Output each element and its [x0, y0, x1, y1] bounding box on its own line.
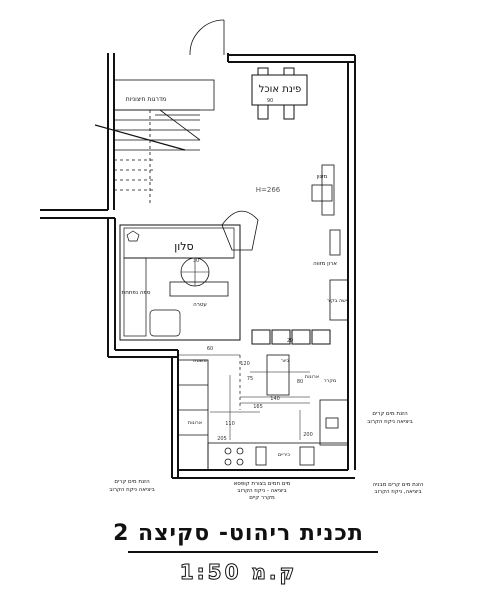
- dim-120: 120: [240, 361, 250, 367]
- right-bottom-unit: [319, 399, 349, 446]
- stairs-label: מדרגות חיצוניות: [126, 96, 166, 103]
- outer-walls: [40, 53, 356, 479]
- note-mid-1: הזנת מים קרים מבניה: [372, 482, 423, 488]
- note-mid-2: ביציאה, ניקוז הקרוב: [374, 489, 421, 495]
- stairs: [94, 79, 215, 205]
- height-mark: H=266: [256, 186, 281, 194]
- floor-plan: פינת אוכל H=266 מדרגות חיצוניות סלון ספה…: [40, 19, 424, 501]
- dim-60: 60: [207, 346, 213, 352]
- ottoman-label: עטרה: [193, 302, 207, 308]
- sink-label: כיור: [281, 358, 289, 364]
- dim-165: 165: [253, 404, 263, 410]
- cabinet-a-label: ארונות: [188, 420, 202, 426]
- plan-scale: 1:50 ק.מ: [179, 560, 298, 585]
- dim-30: 30: [193, 258, 199, 264]
- dim-90: 90: [267, 98, 273, 104]
- dim-110: 110: [225, 421, 235, 427]
- cabinet-b-label: ארונות: [305, 374, 319, 380]
- tv-unit-label: מזנון: [317, 174, 328, 180]
- salon-room: [119, 210, 259, 341]
- note-bottom-1: מים חמים בצורת קופסא: [234, 481, 291, 487]
- note-right-2: ביציאה ניקוז הקרוב: [367, 419, 413, 425]
- note-left-1: הזנת מים קרים: [114, 479, 150, 485]
- dimension-lines: [178, 354, 310, 440]
- note-right-1: הזנת מים קרים: [372, 411, 408, 417]
- dim-205: 205: [217, 436, 227, 442]
- dim-140: 140: [270, 396, 280, 402]
- sofa-label: ספה נפתחת: [122, 290, 151, 296]
- right-cabinets: [311, 164, 349, 321]
- niche-label: נישה בקיר: [327, 298, 349, 304]
- dim-200: 200: [303, 432, 313, 438]
- salon-label: סלון: [174, 240, 193, 253]
- title-underline: [128, 551, 378, 553]
- note-left-2: ביציאה ניקוז הקרוב: [109, 487, 155, 493]
- pantry-label: ארון מזווה: [313, 261, 337, 267]
- fridge-label: מקרר: [324, 378, 337, 384]
- dim-20: 20: [287, 338, 293, 344]
- dim-75: 75: [247, 376, 253, 382]
- door-swing: [189, 19, 225, 56]
- plan-title: תכנית ריהוט- סקיצה 2: [113, 521, 364, 546]
- kitchen-units: [239, 329, 331, 410]
- left-counter: [177, 359, 209, 471]
- bottom-counter: [207, 442, 349, 471]
- kitchen-top-label: משטח: [193, 358, 206, 364]
- note-bottom-3: מקרר קיים: [249, 495, 275, 501]
- dining-table: [251, 67, 308, 120]
- dining-label: פינת אוכל: [259, 84, 302, 95]
- cooktop-label: כיריים: [278, 452, 290, 458]
- note-bottom-2: ביציאה - ניקוז הקרוב: [237, 488, 286, 494]
- dim-80: 80: [297, 379, 303, 385]
